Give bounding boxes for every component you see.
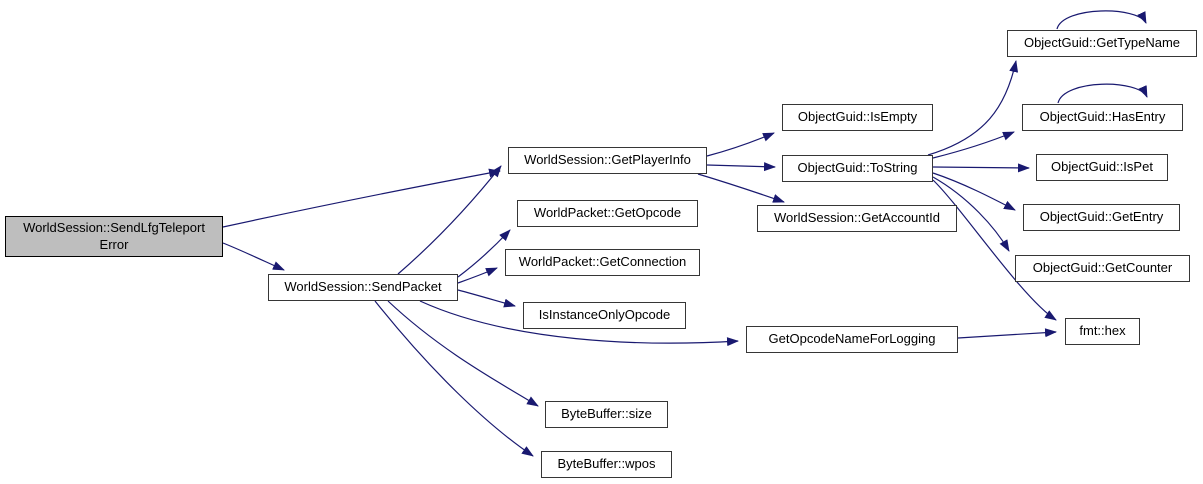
node-worldsession-getplayerinfo[interactable]: WorldSession::GetPlayerInfo	[508, 147, 707, 174]
node-label: Error	[99, 236, 129, 252]
edge-tostring-to-gettypename	[927, 60, 1019, 156]
edge-sendpacket-to-getconnection	[457, 267, 498, 284]
node-worldpacket-getconnection[interactable]: WorldPacket::GetConnection	[505, 249, 700, 276]
edge-getplayerinfo-to-tostring	[706, 162, 776, 172]
node-isinstanceonlyopcode[interactable]: IsInstanceOnlyOpcode	[523, 302, 686, 329]
node-label: ObjectGuid::GetEntry	[1039, 209, 1164, 225]
node-label: ByteBuffer::size	[561, 406, 652, 422]
node-worldpacket-getopcode[interactable]: WorldPacket::GetOpcode	[517, 200, 698, 227]
edge-getplayerinfo-to-getaccountid	[697, 173, 785, 203]
node-label: WorldPacket::GetConnection	[518, 254, 687, 270]
edge-sendpacket-to-getplayerinfo	[397, 165, 502, 275]
node-label: ObjectGuid::IsPet	[1051, 159, 1153, 175]
node-objectguid-ispet[interactable]: ObjectGuid::IsPet	[1036, 154, 1168, 181]
node-objectguid-tostring[interactable]: ObjectGuid::ToString	[782, 155, 933, 182]
edge-tostring-to-ispet	[932, 163, 1030, 173]
node-label: WorldSession::SendLfgTeleport	[23, 220, 205, 236]
edge-sendpacket-to-bytebuffer-size	[387, 300, 539, 407]
node-getopcodenameforlogging[interactable]: GetOpcodeNameForLogging	[746, 326, 958, 353]
node-label: fmt::hex	[1079, 323, 1126, 339]
node-label: WorldSession::GetPlayerInfo	[524, 152, 691, 168]
node-label: WorldSession::GetAccountId	[774, 210, 940, 226]
node-objectguid-getcounter[interactable]: ObjectGuid::GetCounter	[1015, 255, 1190, 282]
node-label: ObjectGuid::HasEntry	[1039, 109, 1166, 125]
edge-sendlfgteleporterror-to-getplayerinfo	[222, 168, 501, 228]
node-label: ByteBuffer::wpos	[557, 456, 656, 472]
node-label: ObjectGuid::GetTypeName	[1023, 35, 1181, 51]
edge-getopcodenameforlogging-to-fmt-hex	[957, 328, 1057, 339]
node-label: WorldSession::SendPacket	[284, 279, 442, 295]
edge-sendpacket-to-getopcode	[457, 229, 511, 278]
node-objectguid-getentry[interactable]: ObjectGuid::GetEntry	[1023, 204, 1180, 231]
edge-sendpacket-to-isinstanceonlyopcode	[457, 289, 516, 308]
edge-sendpacket-to-bytebuffer-wpos	[374, 300, 534, 457]
node-label: ObjectGuid::ToString	[797, 160, 918, 176]
node-label: WorldPacket::GetOpcode	[533, 205, 682, 221]
node-worldsession-sendpacket[interactable]: WorldSession::SendPacket	[268, 274, 458, 301]
node-worldsession-sendlfgteleporterror[interactable]: WorldSession::SendLfgTeleport Error	[5, 216, 223, 257]
edge-tostring-to-fmt-hex	[932, 179, 1057, 321]
node-bytebuffer-size[interactable]: ByteBuffer::size	[545, 401, 668, 428]
edge-getplayerinfo-to-isempty	[706, 132, 775, 157]
node-label: GetOpcodeNameForLogging	[768, 331, 936, 347]
node-label: ObjectGuid::IsEmpty	[797, 109, 918, 125]
edge-gettypename-self-loop	[1056, 10, 1147, 30]
edge-sendlfgteleporterror-to-sendpacket	[222, 242, 285, 271]
node-objectguid-isempty[interactable]: ObjectGuid::IsEmpty	[782, 104, 933, 131]
node-fmt-hex[interactable]: fmt::hex	[1065, 318, 1140, 345]
node-worldsession-getaccountid[interactable]: WorldSession::GetAccountId	[757, 205, 957, 232]
node-objectguid-hasentry[interactable]: ObjectGuid::HasEntry	[1022, 104, 1183, 131]
node-label: ObjectGuid::GetCounter	[1032, 260, 1173, 276]
edge-hasentry-self-loop	[1057, 83, 1148, 104]
node-objectguid-gettypename[interactable]: ObjectGuid::GetTypeName	[1007, 30, 1197, 57]
node-label: IsInstanceOnlyOpcode	[538, 307, 671, 323]
edge-tostring-to-hasentry	[932, 131, 1015, 159]
node-bytebuffer-wpos[interactable]: ByteBuffer::wpos	[541, 451, 672, 478]
